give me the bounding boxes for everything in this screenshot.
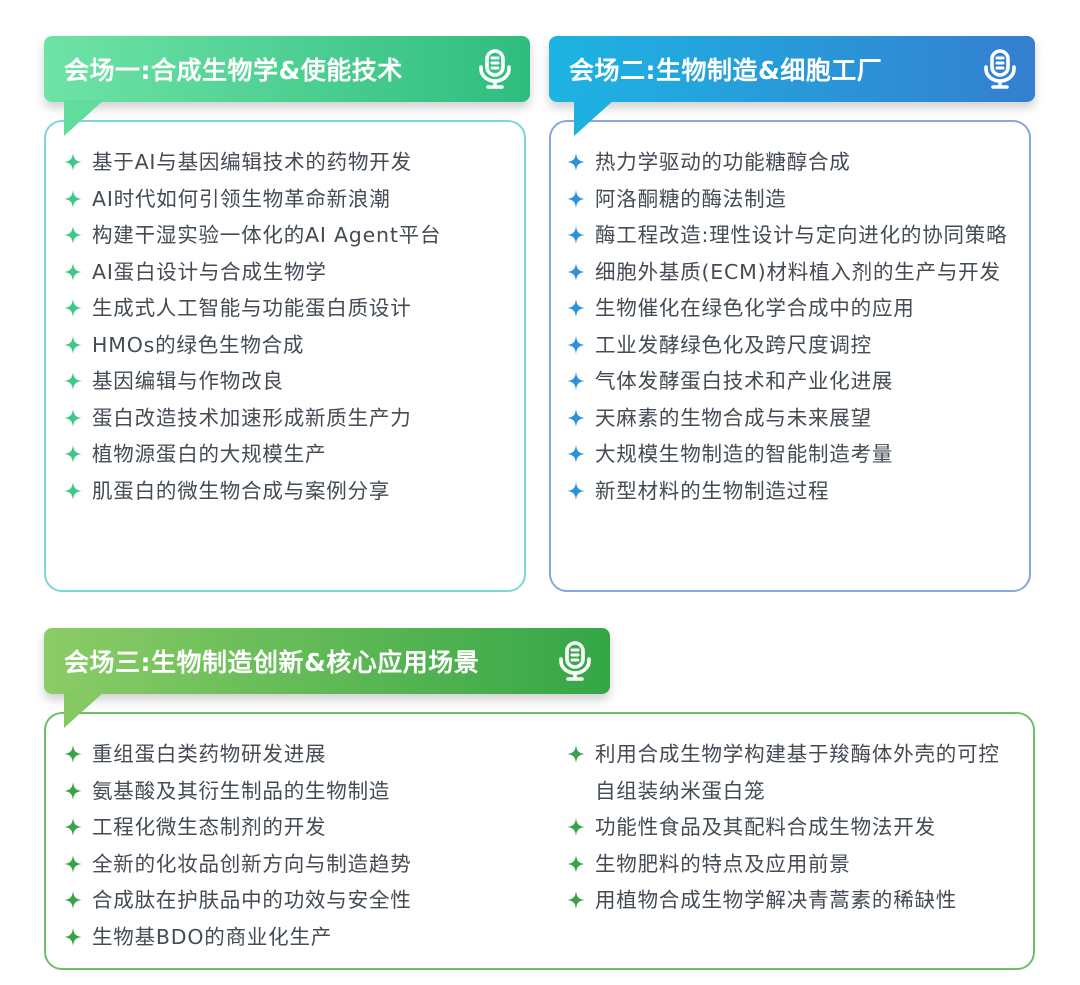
star-bullet-icon	[567, 745, 585, 763]
star-bullet-icon	[64, 782, 82, 800]
list-item: 热力学驱动的功能糖醇合成	[567, 144, 1017, 181]
list-item: AI时代如何引领生物革命新浪潮	[64, 181, 441, 218]
star-bullet-icon	[567, 372, 585, 390]
star-bullet-icon	[567, 818, 585, 836]
star-bullet-icon	[567, 482, 585, 500]
list-item: 构建干湿实验一体化的AI Agent平台	[64, 217, 441, 254]
star-bullet-icon	[64, 891, 82, 909]
star-bullet-icon	[567, 445, 585, 463]
list-item: 生物肥料的特点及应用前景	[567, 846, 1017, 883]
list-item: 天麻素的生物合成与未来展望	[567, 400, 1017, 437]
speech-bubble-tail	[64, 100, 104, 136]
list-item: 气体发酵蛋白技术和产业化进展	[567, 363, 1017, 400]
list-item: 阿洛酮糖的酶法制造	[567, 181, 1017, 218]
star-bullet-icon	[567, 891, 585, 909]
star-bullet-icon	[64, 190, 82, 208]
list-item: 功能性食品及其配料合成生物法开发	[567, 809, 1017, 846]
list-item: 大规模生物制造的智能制造考量	[567, 436, 1017, 473]
session-1-box: 基于AI与基因编辑技术的药物开发 AI时代如何引领生物革命新浪潮 构建干湿实验一…	[44, 120, 526, 592]
list-item: HMOs的绿色生物合成	[64, 327, 441, 364]
list-item: 用植物合成生物学解决青蒿素的稀缺性	[567, 882, 1017, 919]
star-bullet-icon	[64, 855, 82, 873]
list-item: 基因编辑与作物改良	[64, 363, 441, 400]
list-item: 工程化微生态制剂的开发	[64, 809, 412, 846]
speech-bubble-tail	[64, 692, 104, 728]
list-item: 新型材料的生物制造过程	[567, 473, 1017, 510]
microphone-icon	[558, 641, 592, 681]
session-1-title: 会场一:合成生物学&使能技术	[64, 56, 403, 85]
star-bullet-icon	[64, 226, 82, 244]
star-bullet-icon	[64, 745, 82, 763]
star-bullet-icon	[567, 226, 585, 244]
star-bullet-icon	[567, 263, 585, 281]
session-3-header: 会场三:生物制造创新&核心应用场景	[44, 628, 610, 694]
list-item: 工业发酵绿色化及跨尺度调控	[567, 327, 1017, 364]
list-item: 生物催化在绿色化学合成中的应用	[567, 290, 1017, 327]
star-bullet-icon	[64, 409, 82, 427]
list-item: 生物基BDO的商业化生产	[64, 919, 412, 956]
session-2-box: 热力学驱动的功能糖醇合成 阿洛酮糖的酶法制造 酶工程改造:理性设计与定向进化的协…	[549, 120, 1031, 592]
list-item: 生成式人工智能与功能蛋白质设计	[64, 290, 441, 327]
star-bullet-icon	[64, 153, 82, 171]
list-item: 酶工程改造:理性设计与定向进化的协同策略	[567, 217, 1017, 254]
star-bullet-icon	[64, 445, 82, 463]
list-item: 合成肽在护肤品中的功效与安全性	[64, 882, 412, 919]
star-bullet-icon	[64, 818, 82, 836]
star-bullet-icon	[567, 336, 585, 354]
list-item: 氨基酸及其衍生制品的生物制造	[64, 773, 412, 810]
session-3-box: 重组蛋白类药物研发进展 氨基酸及其衍生制品的生物制造 工程化微生态制剂的开发 全…	[44, 712, 1035, 970]
microphone-icon	[478, 49, 512, 89]
list-item: 基于AI与基因编辑技术的药物开发	[64, 144, 441, 181]
list-item: 肌蛋白的微生物合成与案例分享	[64, 473, 441, 510]
session-3-title: 会场三:生物制造创新&核心应用场景	[64, 648, 480, 677]
session-3-list-left: 重组蛋白类药物研发进展 氨基酸及其衍生制品的生物制造 工程化微生态制剂的开发 全…	[64, 736, 412, 955]
session-1-header: 会场一:合成生物学&使能技术	[44, 36, 530, 102]
session-2-list: 热力学驱动的功能糖醇合成 阿洛酮糖的酶法制造 酶工程改造:理性设计与定向进化的协…	[567, 144, 1017, 509]
microphone-icon	[983, 49, 1017, 89]
star-bullet-icon	[64, 299, 82, 317]
star-bullet-icon	[64, 372, 82, 390]
session-2-header: 会场二:生物制造&细胞工厂	[549, 36, 1035, 102]
session-3-list-right: 利用合成生物学构建基于羧酶体外壳的可控自组装纳米蛋白笼 功能性食品及其配料合成生…	[567, 736, 1017, 919]
list-item: 蛋白改造技术加速形成新质生产力	[64, 400, 441, 437]
list-item: 植物源蛋白的大规模生产	[64, 436, 441, 473]
list-item: AI蛋白设计与合成生物学	[64, 254, 441, 291]
session-2-title: 会场二:生物制造&细胞工厂	[569, 56, 883, 85]
session-1-list: 基于AI与基因编辑技术的药物开发 AI时代如何引领生物革命新浪潮 构建干湿实验一…	[64, 144, 441, 509]
list-item: 利用合成生物学构建基于羧酶体外壳的可控自组装纳米蛋白笼	[567, 736, 1017, 809]
star-bullet-icon	[64, 336, 82, 354]
star-bullet-icon	[567, 299, 585, 317]
star-bullet-icon	[64, 928, 82, 946]
star-bullet-icon	[64, 482, 82, 500]
list-item: 重组蛋白类药物研发进展	[64, 736, 412, 773]
list-item: 全新的化妆品创新方向与制造趋势	[64, 846, 412, 883]
list-item: 细胞外基质(ECM)材料植入剂的生产与开发	[567, 254, 1017, 291]
star-bullet-icon	[567, 190, 585, 208]
star-bullet-icon	[64, 263, 82, 281]
star-bullet-icon	[567, 409, 585, 427]
star-bullet-icon	[567, 153, 585, 171]
speech-bubble-tail	[574, 100, 614, 136]
star-bullet-icon	[567, 855, 585, 873]
